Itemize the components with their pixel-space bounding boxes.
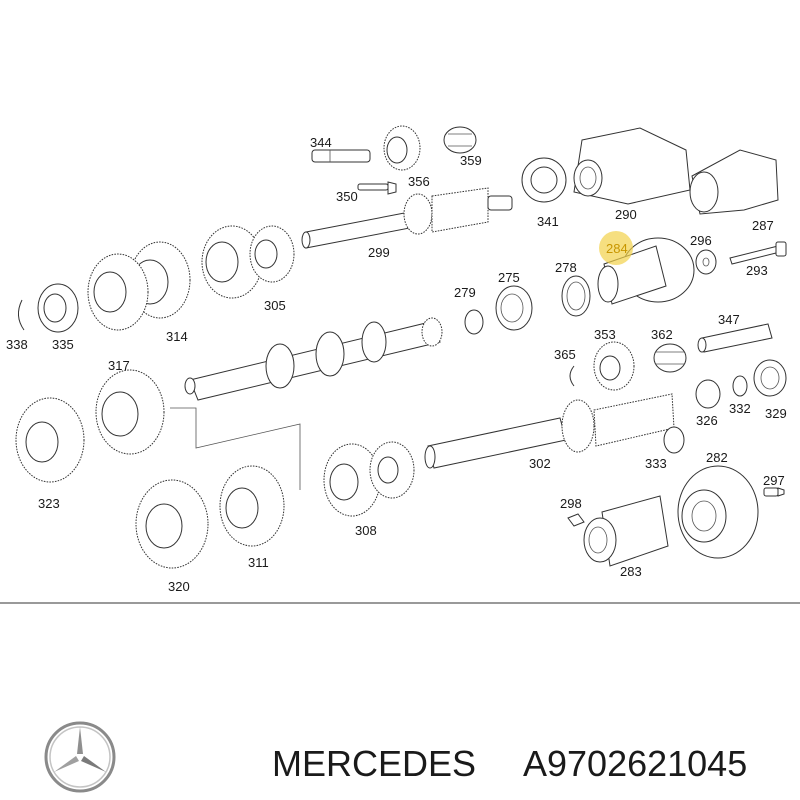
part-323-gear [15, 397, 85, 483]
part-305-gear-pair [201, 225, 295, 299]
label-347: 347 [718, 312, 740, 327]
brand-name: MERCEDES [272, 743, 476, 784]
label-326: 326 [696, 413, 718, 428]
part-314-gear-pair [87, 241, 191, 331]
label-344: 344 [310, 135, 332, 150]
part-356-gear [383, 125, 421, 171]
part-279-ring [464, 309, 484, 335]
label-298: 298 [560, 496, 582, 511]
part-353-gear [593, 341, 635, 391]
part-347-pin [697, 323, 773, 353]
label-317: 317 [108, 358, 130, 373]
label-296: 296 [690, 233, 712, 248]
bracket-lines [170, 407, 301, 490]
part-362-bearing [653, 343, 687, 373]
label-308: 308 [355, 523, 377, 538]
part-320-gear [135, 479, 209, 569]
label-290: 290 [615, 207, 637, 222]
label-278: 278 [555, 260, 577, 275]
label-335: 335 [52, 337, 74, 352]
label-297: 297 [763, 473, 785, 488]
label-293: 293 [746, 263, 768, 278]
part-329-bearing [753, 359, 787, 397]
label-287: 287 [752, 218, 774, 233]
label-302: 302 [529, 456, 551, 471]
label-284-highlighted: 284 [606, 241, 628, 256]
label-333: 333 [645, 456, 667, 471]
part-359-bearing [443, 126, 477, 154]
part-296-washer [695, 249, 717, 275]
part-number: A9702621045 [523, 743, 747, 784]
part-326-spacer [695, 379, 721, 409]
label-275: 275 [498, 270, 520, 285]
label-283: 283 [620, 564, 642, 579]
part-332-ring [732, 375, 748, 397]
part-365-snap-ring [569, 365, 575, 387]
part-317-gear [95, 369, 165, 455]
label-356: 356 [408, 174, 430, 189]
label-341: 341 [537, 214, 559, 229]
part-299-shaft [301, 187, 513, 249]
part-278-ring [561, 275, 591, 317]
label-332: 332 [729, 401, 751, 416]
part-335-bearing [37, 283, 79, 333]
label-350: 350 [336, 189, 358, 204]
part-338-snap-ring [18, 299, 25, 331]
part-284-flange-highlighted [597, 231, 695, 305]
part-290-flange [573, 127, 691, 205]
part-344-pin [311, 149, 371, 163]
part-275-sleeve [495, 285, 533, 331]
label-338: 338 [6, 337, 28, 352]
part-311-gear [219, 465, 285, 547]
part-282-housing [677, 465, 759, 559]
label-279: 279 [454, 285, 476, 300]
label-329: 329 [765, 406, 787, 421]
part-287-housing [689, 149, 779, 215]
part-302-shaft [424, 393, 675, 469]
label-282: 282 [706, 450, 728, 465]
part-350-bolt [357, 181, 397, 195]
part-293-bolt [729, 241, 787, 265]
part-283-cover [583, 495, 669, 567]
part-297-screw [763, 487, 785, 497]
label-362: 362 [651, 327, 673, 342]
label-353: 353 [594, 327, 616, 342]
part-333-ring [663, 426, 685, 454]
label-305: 305 [264, 298, 286, 313]
label-311: 311 [248, 555, 269, 570]
label-365: 365 [554, 347, 576, 362]
label-299: 299 [368, 245, 390, 260]
label-323: 323 [38, 496, 60, 511]
label-359: 359 [460, 153, 482, 168]
part-341-bearing [521, 157, 567, 203]
part-298-washer [567, 513, 585, 527]
main-shaft [184, 317, 443, 401]
label-314: 314 [166, 329, 188, 344]
part-308-gear-pair [323, 441, 415, 517]
label-320: 320 [168, 579, 190, 594]
mercedes-star-icon [44, 721, 116, 793]
